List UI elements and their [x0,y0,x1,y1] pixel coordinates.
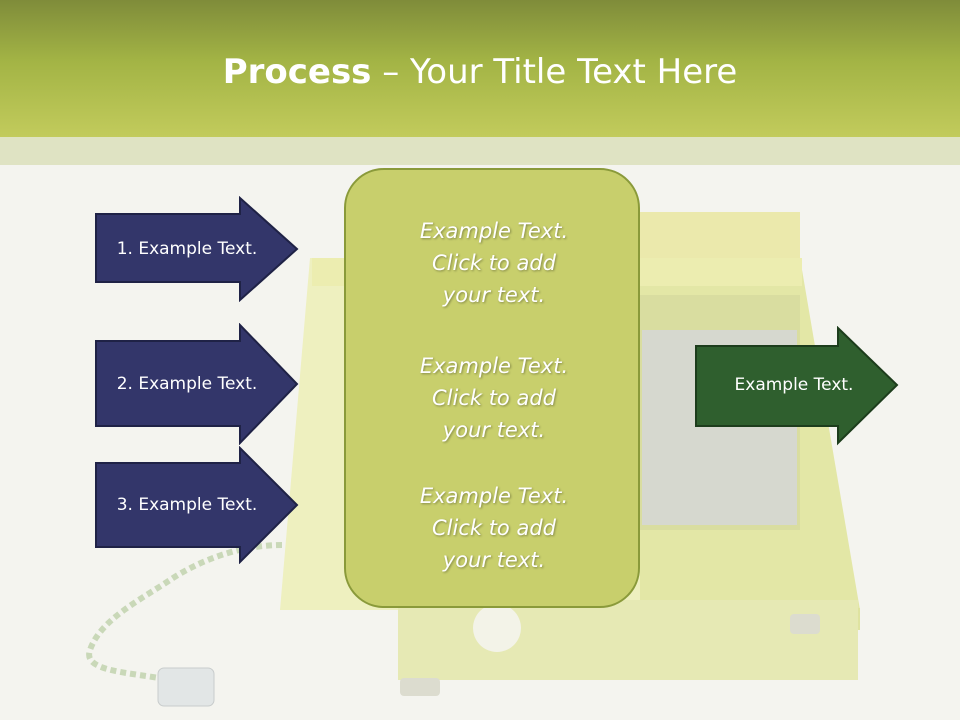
right-arrow-shape [695,326,899,446]
left-arrow-2[interactable]: 2. Example Text. [94,323,300,445]
block-1-line-1: Example Text. [419,219,569,243]
title-rest: – Your Title Text Here [371,52,738,92]
block-2-line-1: Example Text. [419,354,569,378]
left-arrow-2-label: 2. Example Text. [116,374,258,394]
left-arrow-3-label: 3. Example Text. [116,495,258,515]
arrow-shape-1 [95,196,299,302]
left-arrow-1-label: 1. Example Text. [116,239,258,259]
header-bar [0,0,960,137]
block-3-line-1: Example Text. [419,484,569,508]
center-text-block-1: Example Text. Click to add your text. [346,215,642,311]
title-bold: Process [222,52,372,92]
block-2-line-2: Click to add [431,386,556,410]
block-3-line-2: Click to add [431,516,556,540]
block-1-line-2: Click to add [431,251,556,275]
header-band [0,137,960,165]
center-text-block-2: Example Text. Click to add your text. [346,350,642,446]
block-2-line-3: your text. [442,418,546,442]
right-arrow-label: Example Text. [734,375,854,395]
center-content-box[interactable]: Example Text. Click to add your text. Ex… [344,168,640,608]
left-arrow-3[interactable]: 3. Example Text. [94,446,300,564]
left-arrow-1[interactable]: 1. Example Text. [94,196,300,302]
arrow-shape-2 [95,323,299,445]
arrow-shape-3 [95,446,299,564]
block-3-line-3: your text. [442,548,546,572]
slide-title[interactable]: Process – Your Title Text Here [0,52,960,92]
center-text-block-3: Example Text. Click to add your text. [346,480,642,576]
block-1-line-3: your text. [442,283,546,307]
right-arrow[interactable]: Example Text. [694,326,900,446]
